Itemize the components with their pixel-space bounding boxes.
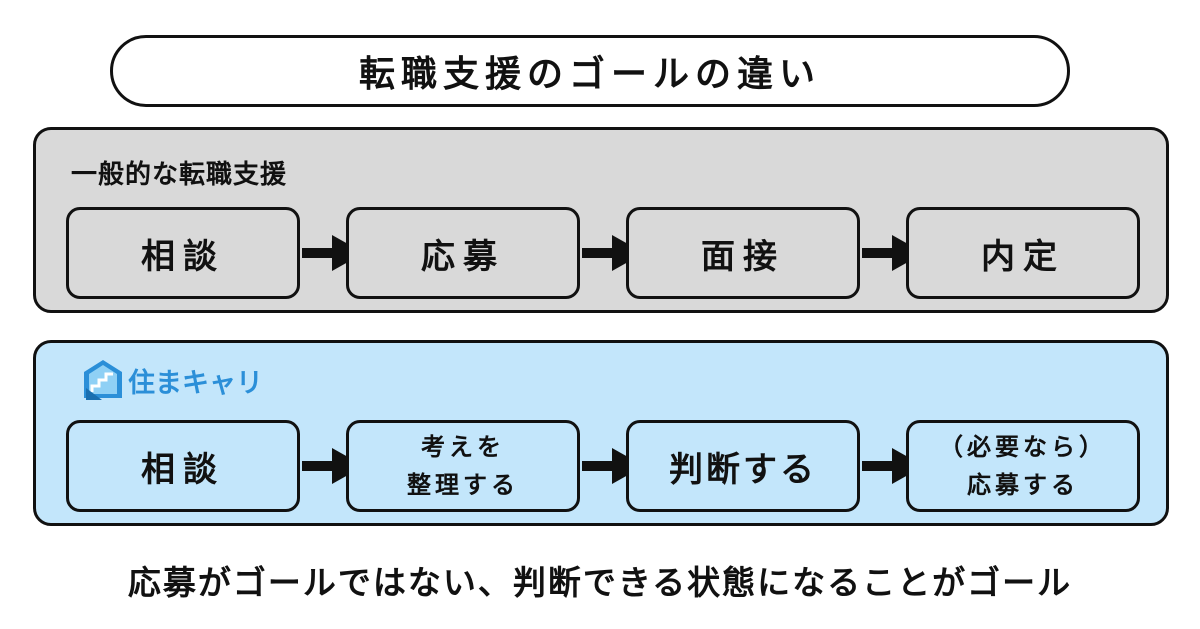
house-stairs-logo-icon xyxy=(84,360,122,400)
logo-text: 住まキャリ xyxy=(128,367,263,399)
sumacari-step-consult: 相談 xyxy=(66,420,300,512)
sumacari-step-apply: （必要なら） 応募する xyxy=(906,420,1140,512)
sumacari-step-text: （必要なら） 応募する xyxy=(939,428,1107,504)
sumacari-step-decide: 判断する xyxy=(626,420,860,512)
general-step-apply: 応募 xyxy=(346,207,580,299)
general-step-offer: 内定 xyxy=(906,207,1140,299)
sumacari-step-line: 判断する xyxy=(669,449,817,490)
general-step-consult: 相談 xyxy=(66,207,300,299)
general-step-label: 内定 xyxy=(981,236,1065,277)
general-step-label: 応募 xyxy=(421,236,505,277)
sumacari-step-organize: 考えを 整理する xyxy=(346,420,580,512)
sumacari-step-line: 整理する xyxy=(407,471,519,499)
general-step-label: 相談 xyxy=(141,236,225,277)
sumacari-panel: 住まキャリ 相談 考えを 整理する 判断する （必要なら） 応募する xyxy=(33,340,1169,526)
general-support-label: 一般的な転職支援 xyxy=(71,160,288,190)
sumacari-step-text: 考えを 整理する xyxy=(407,428,519,504)
general-step-interview: 面接 xyxy=(626,207,860,299)
footer-caption: 応募がゴールではない、判断できる状態になることがゴール xyxy=(127,563,1073,602)
sumacari-step-line: 考えを xyxy=(421,433,505,461)
general-support-panel: 一般的な転職支援 相談 応募 面接 内定 xyxy=(33,127,1169,313)
sumacari-step-line: 応募する xyxy=(967,471,1079,499)
page-title: 転職支援のゴールの違い xyxy=(110,35,1070,107)
sumacari-step-line: （必要なら） xyxy=(939,433,1107,461)
sumacari-step-line: 相談 xyxy=(141,449,225,490)
general-step-label: 面接 xyxy=(701,236,785,277)
sumacari-logo: 住まキャリ xyxy=(82,358,263,402)
